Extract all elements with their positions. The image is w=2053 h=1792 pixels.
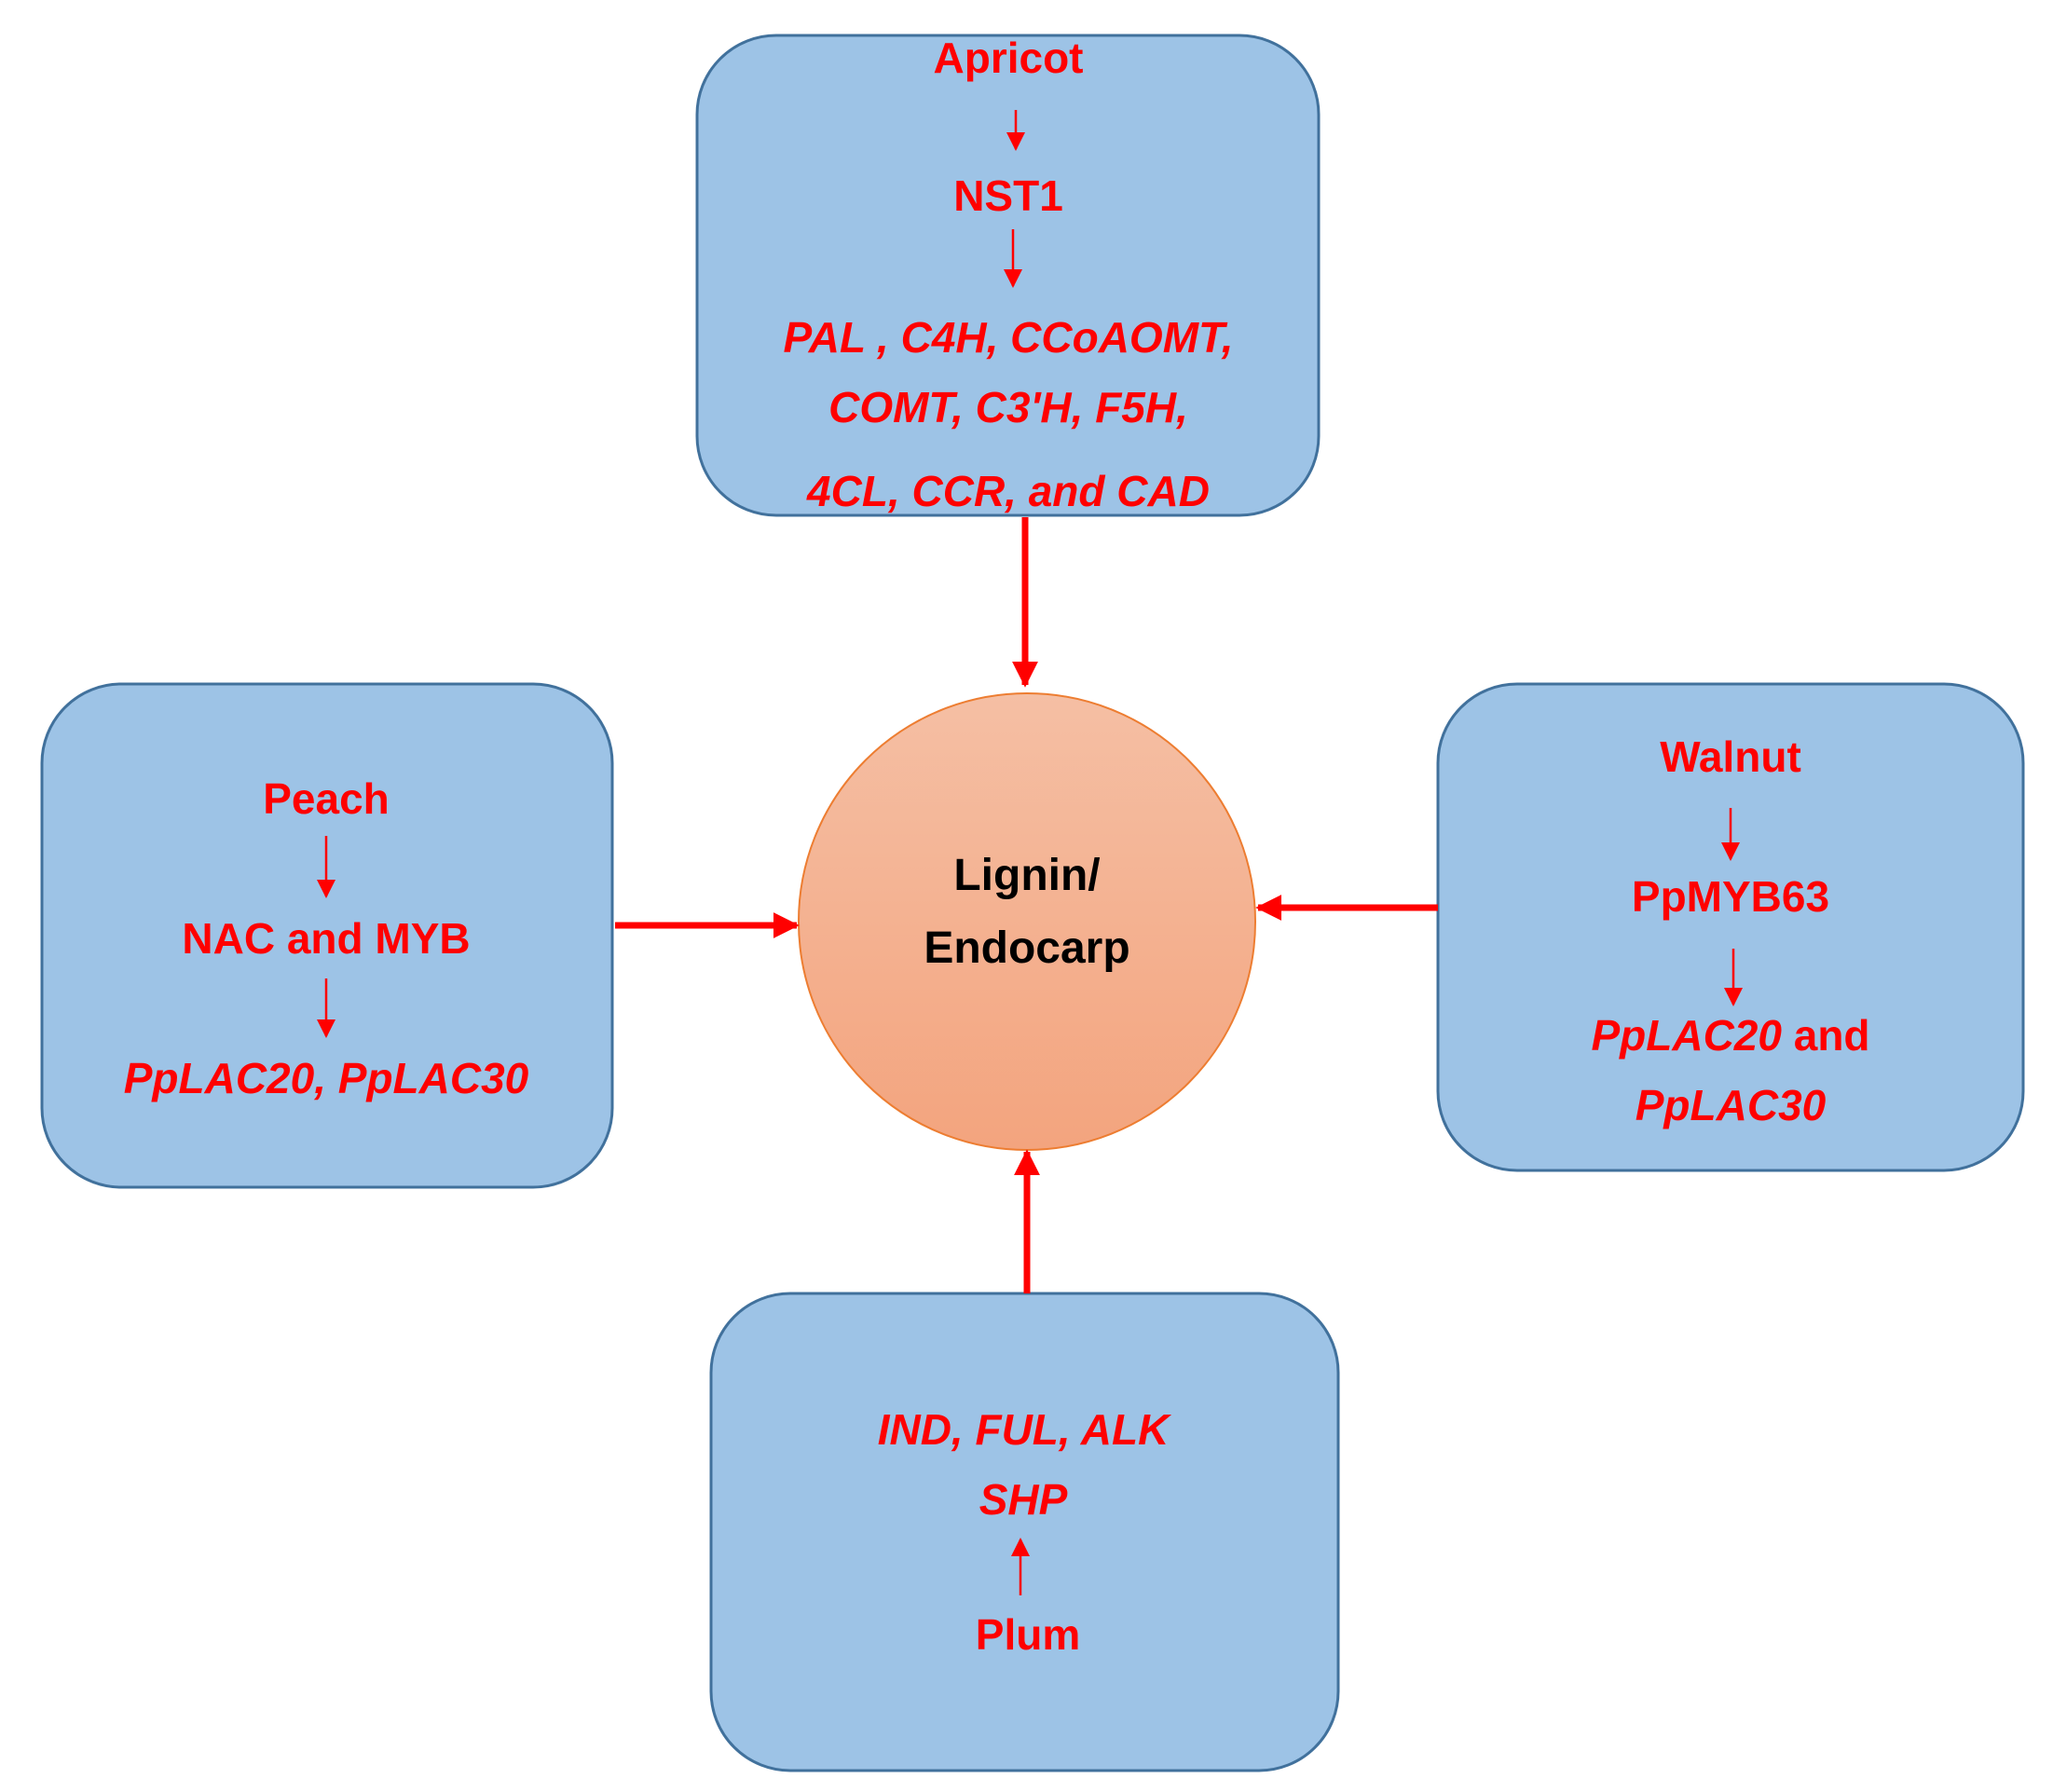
plum-genes-line1: IND, FUL, ALK bbox=[878, 1405, 1171, 1454]
apricot-box: Apricot NST1 PAL , C4H, CCoAOMT, COMT, C… bbox=[695, 34, 1321, 517]
hub: Lignin/ Endocarp bbox=[798, 692, 1256, 1151]
walnut-gene2: PpLAC30 bbox=[1636, 1081, 1827, 1129]
peach-box-shape bbox=[40, 682, 614, 1189]
apricot-genes-line3: 4CL, CCR, and CAD bbox=[806, 467, 1210, 515]
walnut-species-label: Walnut bbox=[1660, 732, 1801, 781]
plum-genes-line2: SHP bbox=[979, 1475, 1068, 1524]
plum-box: IND, FUL, ALK SHP Plum bbox=[709, 1292, 1340, 1772]
peach-species-label: Peach bbox=[263, 774, 390, 823]
hub-circle bbox=[798, 692, 1256, 1151]
apricot-box-shape bbox=[695, 34, 1321, 517]
apricot-species-label: Apricot bbox=[934, 34, 1084, 82]
walnut-gene1: PpLAC20 bbox=[1591, 1011, 1782, 1060]
peach-genes-label: PpLAC20, PpLAC30 bbox=[124, 1054, 529, 1102]
walnut-box: Walnut PpMYB63 PpLAC20 and PpLAC30 bbox=[1436, 682, 2025, 1172]
walnut-genes-line1: PpLAC20 and bbox=[1591, 1011, 1869, 1060]
peach-regulator-label: NAC and MYB bbox=[182, 914, 470, 963]
peach-box: Peach NAC and MYB PpLAC20, PpLAC30 bbox=[40, 682, 614, 1189]
walnut-regulator-label: PpMYB63 bbox=[1632, 872, 1829, 921]
apricot-regulator-label: NST1 bbox=[953, 171, 1063, 220]
plum-species-label: Plum bbox=[976, 1610, 1080, 1659]
hub-label-line1: Lignin/ bbox=[953, 851, 1100, 900]
walnut-conj: and bbox=[1782, 1011, 1870, 1060]
plum-box-shape bbox=[709, 1292, 1340, 1772]
hub-label-line2: Endocarp bbox=[924, 923, 1129, 973]
walnut-box-shape bbox=[1436, 682, 2025, 1172]
apricot-genes-line2: COMT, C3'H, F5H, bbox=[828, 383, 1188, 431]
apricot-genes-line1: PAL , C4H, CCoAOMT, bbox=[784, 313, 1234, 362]
